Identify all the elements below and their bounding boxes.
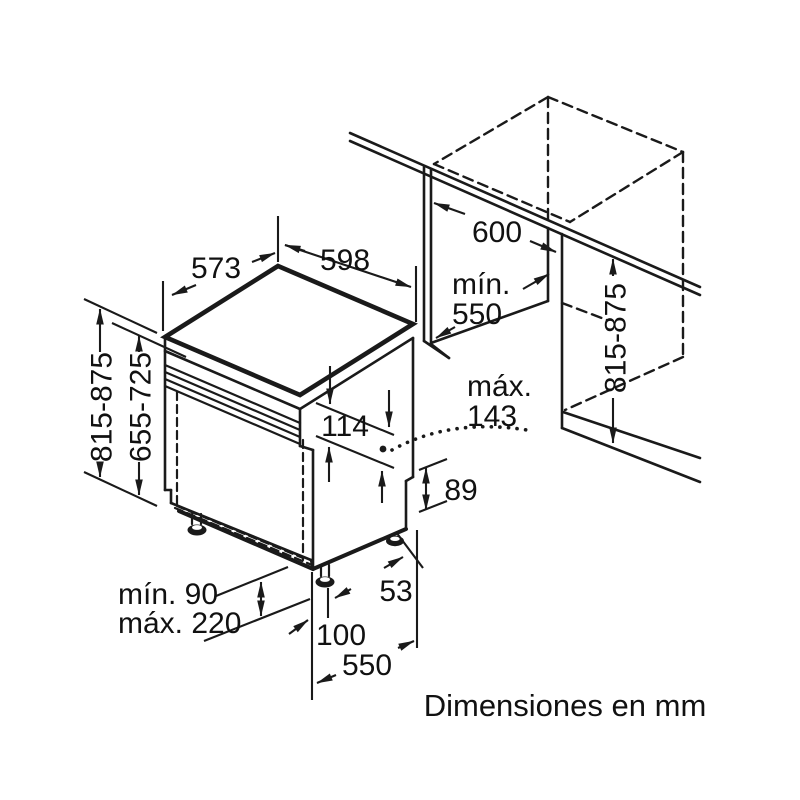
dim-label-door-height-left: 655-725 <box>125 352 158 462</box>
dim-label-foot-span: 550 <box>342 649 392 682</box>
dim-label-top-width: 598 <box>320 244 370 277</box>
dimension-lines <box>83 202 617 700</box>
niche-dashed-box <box>432 95 685 412</box>
dim-label-front-foot-offset: 100 <box>316 619 366 652</box>
door-swing-dotted-curve <box>379 424 529 453</box>
dim-label-niche-width: 600 <box>472 216 522 249</box>
dim-label-projection-word: máx. <box>467 370 532 403</box>
dim-label-projection-value: 143 <box>467 400 517 433</box>
dim-label-rear-foot-offset: 53 <box>379 575 412 608</box>
countertop <box>348 131 702 297</box>
dim-label-niche-depth-word: mín. <box>452 268 510 301</box>
dim-label-plinth-min: mín. 90 <box>118 578 218 611</box>
leveling-foot <box>315 563 335 588</box>
units-note: Dimensiones en mm <box>424 688 707 723</box>
dim-label-niche-depth-value: 550 <box>452 298 502 331</box>
dim-label-niche-height-right: 815-875 <box>600 283 633 393</box>
dim-label-plinth-max: máx. 220 <box>118 607 241 640</box>
dishwasher-body <box>160 263 418 588</box>
dim-label-control-panel: 114 <box>321 410 369 443</box>
dim-label-top-depth: 573 <box>191 252 241 285</box>
dim-label-base-recess: 89 <box>444 474 477 507</box>
niche-cabinet <box>422 165 702 484</box>
leveling-foot <box>187 512 207 536</box>
furniture-panel-dashed <box>175 390 305 562</box>
dimension-labels: 573 598 600 mín. 550 815-875 655-725 114… <box>86 216 707 723</box>
control-panel-strip <box>163 363 302 446</box>
dim-label-height-left: 815-875 <box>86 352 119 462</box>
